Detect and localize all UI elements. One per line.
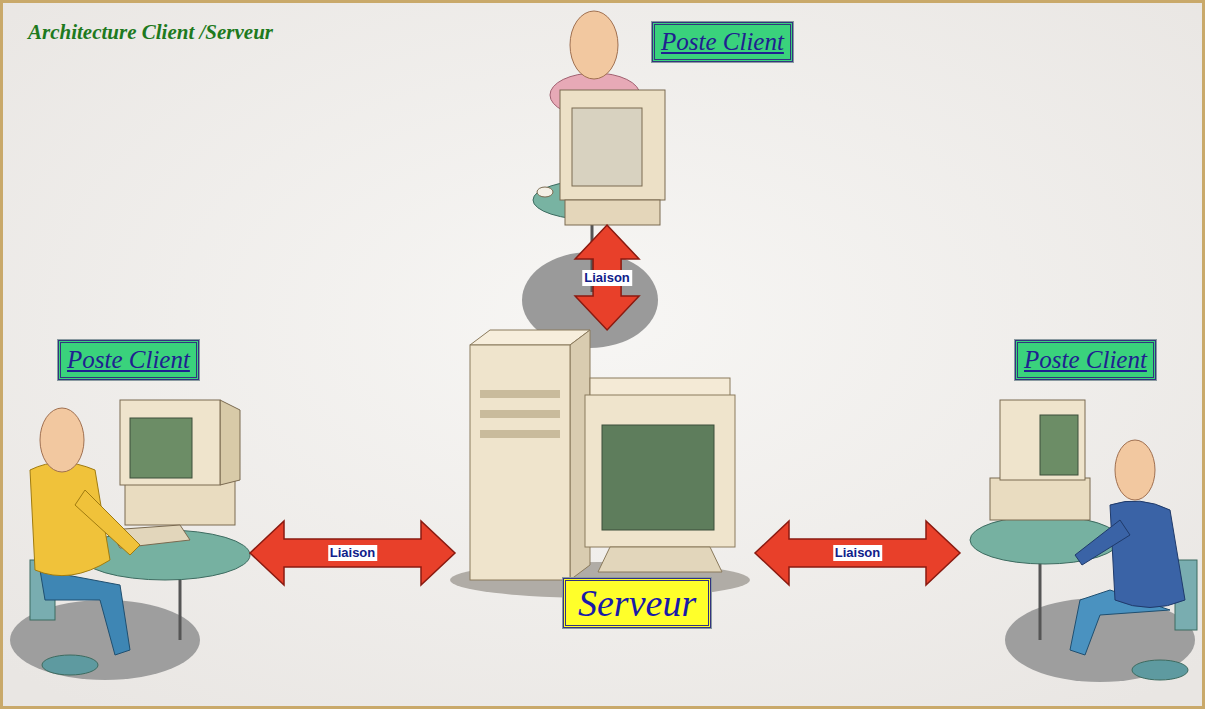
computer-case: [125, 480, 235, 525]
link-label: Liaison: [833, 545, 883, 561]
monitor-screen: [1040, 415, 1078, 475]
server-monitor: [585, 395, 735, 547]
client-station: Poste Client: [960, 335, 1200, 690]
person-torso: [1110, 501, 1185, 608]
cup: [537, 187, 553, 197]
tower-top: [470, 330, 590, 345]
client-station: Poste Client: [520, 15, 840, 225]
table-leg: [1039, 562, 1042, 640]
monitor-screen: [130, 418, 192, 478]
arrow-shape: [755, 521, 960, 585]
diagram-title: Architecture Client /Serveur: [28, 20, 273, 45]
station-label: Poste Client: [652, 22, 793, 62]
link-label: Liaison: [582, 270, 632, 286]
drive-slot: [480, 430, 560, 438]
monitor-base: [598, 547, 722, 572]
person-head: [570, 11, 618, 79]
link-arrow: [250, 521, 455, 585]
computer-case: [990, 478, 1090, 520]
server-station: Serveur: [455, 330, 755, 635]
monitor-side: [220, 400, 240, 485]
station-label: Serveur: [563, 578, 711, 628]
person-head: [40, 408, 84, 472]
station-label: Poste Client: [1015, 340, 1156, 380]
link-arrow: [575, 225, 639, 330]
person-head: [1115, 440, 1155, 500]
monitor-body: [560, 90, 665, 200]
table-leg: [179, 578, 182, 640]
link-label: Liaison: [328, 545, 378, 561]
drive-slot: [480, 410, 560, 418]
monitor-screen: [602, 425, 714, 530]
chair-base: [1132, 660, 1188, 680]
person-arm: [1075, 520, 1130, 565]
arrow-shape: [250, 521, 455, 585]
station-label: Poste Client: [58, 340, 199, 380]
client-station: Poste Client: [20, 335, 250, 690]
computer-case: [565, 200, 660, 225]
arrow-shape: [575, 225, 639, 330]
person-legs: [40, 570, 130, 655]
drive-slot: [480, 390, 560, 398]
person-arm: [75, 490, 140, 555]
link-arrow: [755, 521, 960, 585]
client-monitor: [1000, 400, 1085, 480]
monitor-screen: [572, 108, 642, 186]
client-monitor: [120, 400, 220, 485]
chair-base: [42, 655, 98, 675]
server-tower: [470, 345, 570, 580]
